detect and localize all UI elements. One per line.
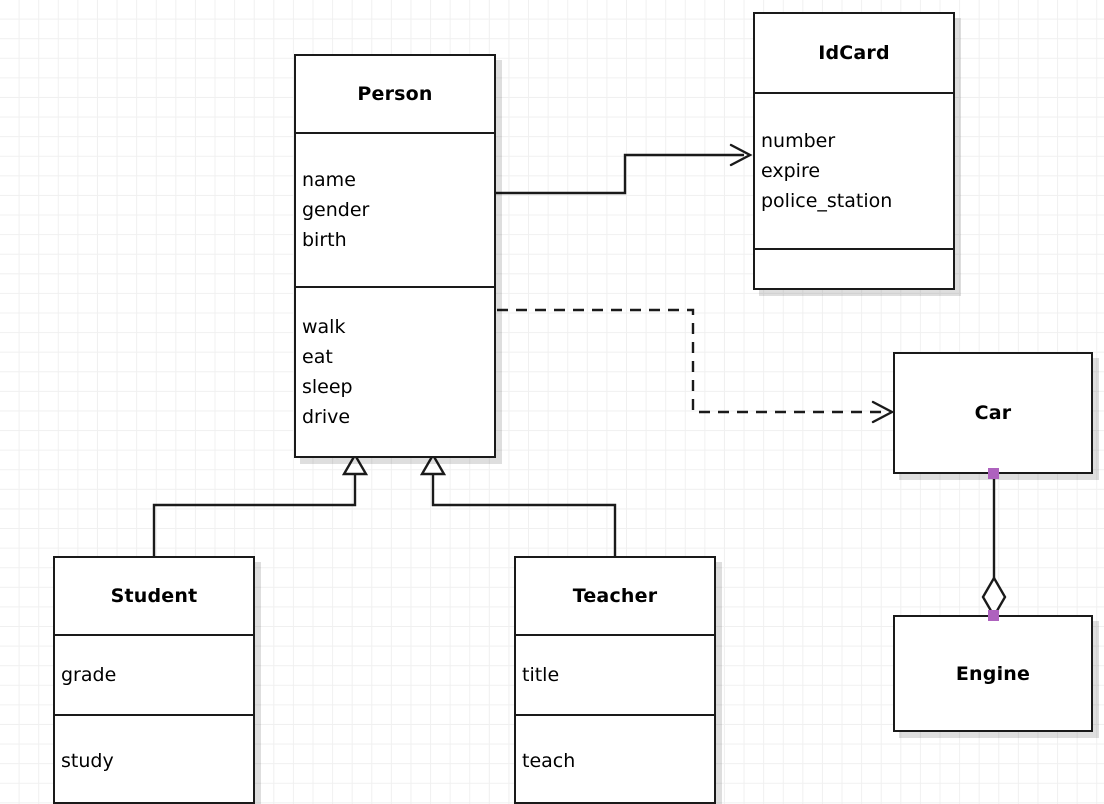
method-item: drive [302,406,351,428]
connector-person-car[interactable] [497,308,895,424]
method-item: eat [302,346,333,368]
connector-teacher-person[interactable] [419,452,617,556]
class-title-idcard: IdCard [755,14,953,92]
connector-student-person[interactable] [152,452,369,556]
link-handle-engine-end[interactable] [988,610,999,621]
class-box-idcard[interactable]: IdCard number expire police_station [753,12,955,290]
attribute-item: grade [61,664,117,686]
attribute-item: name [302,169,356,191]
class-attributes-person: name gender birth [296,132,494,286]
class-name-idcard: IdCard [818,42,890,64]
attribute-item: title [522,664,560,686]
class-title-student: Student [55,558,253,634]
attribute-item: number [761,130,836,152]
class-title-car: Car [895,354,1091,472]
class-title-teacher: Teacher [516,558,714,634]
class-name-car: Car [974,402,1012,424]
class-methods-teacher: teach [516,714,714,804]
class-attributes-student: grade [55,634,253,714]
class-name-engine: Engine [955,662,1031,685]
class-box-car[interactable]: Car [893,352,1093,474]
class-attributes-teacher: title [516,634,714,714]
method-item: walk [302,316,346,338]
connector-person-idcard[interactable] [495,143,753,195]
connector-car-engine[interactable] [981,474,1007,619]
class-methods-idcard [755,248,953,288]
class-box-person[interactable]: Person name gender birth walk eat sleep … [294,54,496,458]
class-box-teacher[interactable]: Teacher title teach [514,556,716,804]
attribute-item: gender [302,199,370,221]
method-item: study [61,750,114,772]
class-name-teacher: Teacher [572,585,658,607]
link-handle-car-end[interactable] [988,468,999,479]
class-title-engine: Engine [895,617,1091,730]
class-methods-person: walk eat sleep drive [296,286,494,456]
class-attributes-idcard: number expire police_station [755,92,953,248]
class-box-student[interactable]: Student grade study [53,556,255,804]
attribute-item: birth [302,229,347,251]
attribute-item: expire [761,160,821,182]
class-title-person: Person [296,56,494,132]
class-box-engine[interactable]: Engine [893,615,1093,732]
attribute-item: police_station [761,190,893,212]
method-item: sleep [302,376,353,398]
method-item: teach [522,750,576,772]
class-name-student: Student [110,585,198,607]
class-methods-student: study [55,714,253,804]
class-name-person: Person [357,83,433,105]
